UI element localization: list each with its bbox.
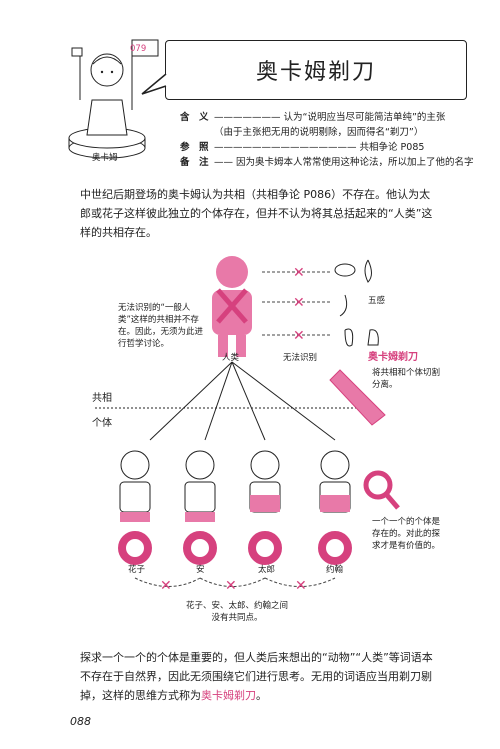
definitions-block: 含 义 ——————— 认为“说明应当尽可能简洁单纯”的主张 （由于主张把无用的说… bbox=[180, 110, 480, 170]
definition-value: ——————— 认为“说明应当尽可能简洁单纯”的主张 bbox=[214, 112, 446, 123]
conclusion-text: 探求一个一个的个体是重要的，但人类后来想出的“动物”“人类”等词语本不存在于自然… bbox=[80, 651, 433, 702]
intro-paragraph: 中世纪后期登场的奥卡姆认为共相（共相争论 P086）不存在。他认为太郎或花子这样… bbox=[80, 188, 433, 239]
definition-key: 含 义 bbox=[180, 112, 209, 123]
definition-value: ——————————————— 共相争论 P085 bbox=[214, 142, 425, 153]
razor-title: 奥卡姆剃刀 bbox=[368, 352, 418, 363]
definition-key: 备 注 bbox=[180, 157, 209, 168]
name-label: 安 bbox=[196, 565, 205, 575]
definition-row: 备 注 —— 因为奥卡姆本人常常使用这种论法，所以加上了他的名字 bbox=[180, 155, 480, 170]
conclusion-keyword: 奥卡姆剃刀 bbox=[201, 689, 256, 702]
bottom-note: 花子、安、太郎、约翰之间没有共同点。 bbox=[185, 601, 288, 623]
definition-row: 含 义 ——————— 认为“说明应当尽可能简洁单纯”的主张 bbox=[180, 110, 480, 125]
page-title-box: 奥卡姆剃刀 bbox=[165, 40, 467, 100]
definition-key bbox=[180, 125, 214, 140]
svg-text:✕: ✕ bbox=[225, 578, 237, 594]
svg-text:✕: ✕ bbox=[295, 578, 307, 594]
magnifier-note: 一个一个的个体是存在的。对此的探求才是有价值的。 bbox=[372, 517, 441, 551]
name-label: 太郎 bbox=[258, 565, 276, 575]
svg-text:✕: ✕ bbox=[293, 328, 305, 344]
center-label: 人类 bbox=[222, 353, 240, 363]
name-label: 花子 bbox=[128, 565, 146, 575]
badge-number: 079 bbox=[130, 44, 147, 54]
conclusion-end: 。 bbox=[256, 689, 267, 702]
definition-value: （由于主张把无用的说明剔除，因而得名“剃刀”） bbox=[214, 127, 424, 138]
svg-text:✕: ✕ bbox=[293, 295, 305, 311]
speech-tail bbox=[141, 73, 167, 95]
conclusion-paragraph: 探求一个一个的个体是重要的，但人类后来想出的“动物”“人类”等词语本不存在于自然… bbox=[80, 648, 440, 705]
name-label: 约翰 bbox=[326, 565, 344, 575]
definition-value: —— 因为奥卡姆本人常常使用这种论法，所以加上了他的名字 bbox=[214, 157, 474, 168]
left-note: 无法识别的“一般人类”这样的共相并不存在。因此，无须为此进行哲学讨论。 bbox=[118, 303, 204, 349]
cannot-recognize-label: 无法识别 bbox=[283, 353, 318, 363]
razor-note: 将共相和个体切割分离。 bbox=[372, 368, 441, 390]
statue-caption: 奥卡姆 bbox=[92, 153, 118, 163]
svg-text:✕: ✕ bbox=[160, 578, 172, 594]
individual-label: 个体 bbox=[92, 418, 112, 429]
definition-row: 参 照 ——————————————— 共相争论 P085 bbox=[180, 140, 480, 155]
diagram-graphics: ✕ ✕ ✕ ✕ ✕ ✕ bbox=[95, 256, 400, 594]
page-title: 奥卡姆剃刀 bbox=[255, 60, 376, 85]
universal-label: 共相 bbox=[92, 393, 112, 404]
svg-text:✕: ✕ bbox=[293, 265, 305, 281]
definition-row: （由于主张把无用的说明剔除，因而得名“剃刀”） bbox=[180, 125, 480, 140]
senses-label: 五感 bbox=[368, 296, 386, 306]
page-number: 088 bbox=[70, 715, 91, 728]
definition-key: 参 照 bbox=[180, 142, 209, 153]
okham-statue-illustration bbox=[68, 39, 159, 159]
